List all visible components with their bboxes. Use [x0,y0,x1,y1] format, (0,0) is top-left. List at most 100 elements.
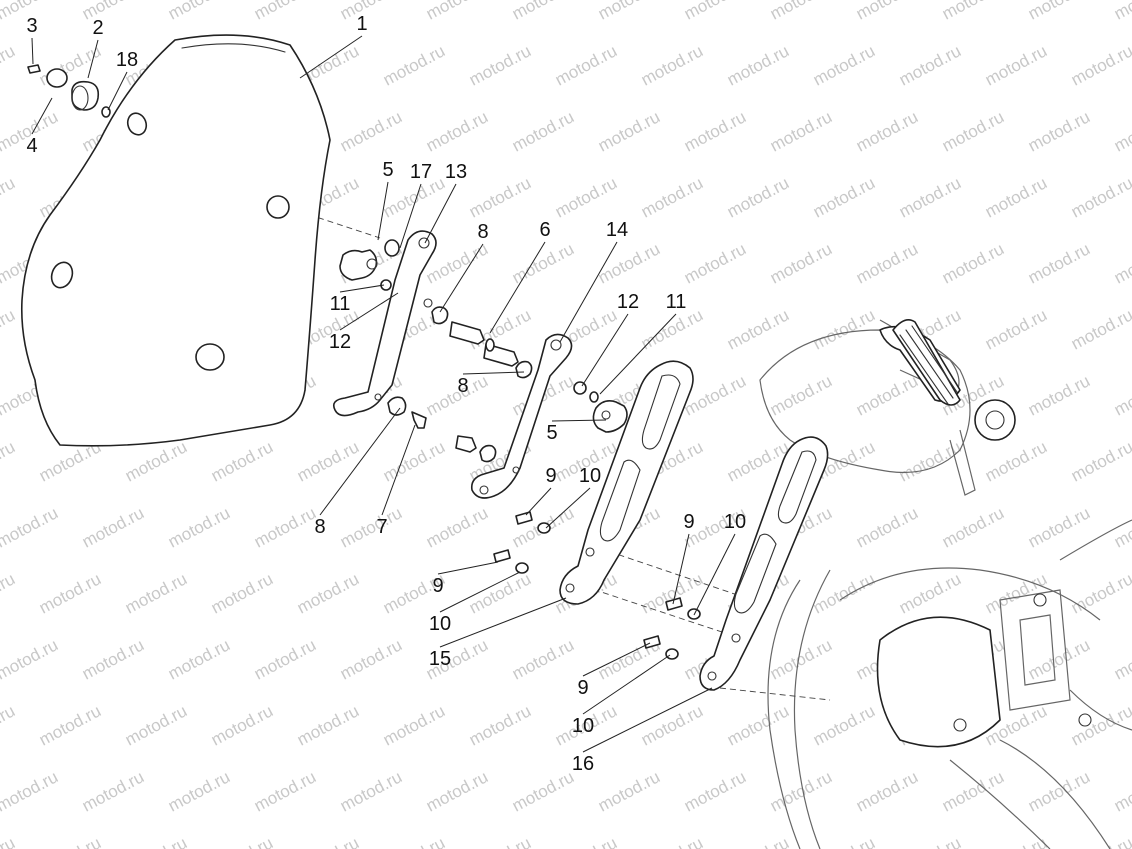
watermark-text: motod.ru [466,833,534,849]
watermark-text: motod.ru [767,0,835,24]
watermark-text: motod.ru [681,239,749,287]
spacer-8-upper [431,306,449,325]
screw-9-c [665,597,683,611]
washer-17 [384,239,400,257]
leader-line-c11b [599,313,677,395]
watermark-text: motod.ru [552,173,620,221]
leader-line-c10c [693,533,736,616]
watermark-text: motod.ru [466,41,534,89]
support-plate-15 [559,360,694,605]
watermark-text: motod.ru [595,0,663,24]
watermark-text: motod.ru [1068,305,1132,353]
watermark-text: motod.ru [0,569,18,617]
washer-10-d [665,648,679,660]
watermark-text: motod.ru [1025,0,1093,24]
leader-line-c7 [381,424,416,516]
callout-c5b: 5 [546,422,557,444]
watermark-text: motod.ru [1025,503,1093,551]
watermark-text: motod.ru [380,701,448,749]
callout-c10a: 10 [579,465,601,487]
washer-10-a [537,522,551,534]
callout-c8c: 8 [314,516,325,538]
watermark-text: motod.ru [380,833,448,849]
leader-line-c10b [439,571,521,613]
watermark-text: motod.ru [423,767,491,815]
watermark-text: motod.ru [552,833,620,849]
watermark-text: motod.ru [896,437,964,485]
leader-line-c8c [319,407,401,516]
watermark-text: motod.ru [1068,173,1132,221]
watermark-text: motod.ru [208,437,276,485]
watermark-text: motod.ru [681,0,749,24]
washer-11-right [589,391,599,403]
watermark-text: motod.ru [1068,833,1132,849]
leader-line-c8a [439,243,484,313]
watermark-text: motod.ru [1068,701,1132,749]
watermark-text: motod.ru [0,41,18,89]
watermark-text: motod.ru [767,239,835,287]
watermark-text: motod.ru [36,833,104,849]
watermark-text: motod.ru [251,635,319,683]
watermark-text: motod.ru [165,0,233,24]
watermark-text: motod.ru [509,0,577,24]
watermark-text: motod.ru [79,0,147,24]
watermark-text: motod.ru [724,305,792,353]
watermark-text: motod.ru [724,173,792,221]
watermark-text: motod.ru [1111,239,1132,287]
knob-5-right [592,400,628,433]
watermark-text: motod.ru [337,107,405,155]
watermark-text: motod.ru [509,635,577,683]
watermark-text: motod.ru [337,767,405,815]
watermark-text: motod.ru [79,635,147,683]
watermark-text: motod.ru [337,0,405,24]
leader-line-c13 [424,183,457,244]
callout-c9b: 9 [432,575,443,597]
watermark-text: motod.ru [767,767,835,815]
callout-c6: 6 [539,219,550,241]
watermark-text: motod.ru [896,173,964,221]
leader-line-c18 [107,71,128,111]
watermark-text: motod.ru [208,701,276,749]
callout-c9c: 9 [683,511,694,533]
watermark-text: motod.ru [36,41,104,89]
watermark-text: motod.ru [939,239,1007,287]
bracket-arm-13 [332,230,437,417]
leader-line-c10a [545,487,591,529]
callout-c9a: 9 [545,465,556,487]
callout-c12a: 12 [329,331,351,353]
watermark-text: motod.ru [0,305,18,353]
bolt-7-lower [455,435,477,453]
washer-4 [46,68,68,88]
bolt-6-upper [449,321,485,345]
watermark-text: motod.ru [423,107,491,155]
watermark-text: motod.ru [681,107,749,155]
leader-line-c5b [551,419,607,422]
callout-c11b: 11 [666,291,687,313]
watermark-text: motod.ru [1068,437,1132,485]
watermark-text: motod.ru [0,767,61,815]
watermark-text: motod.ru [853,767,921,815]
watermark-text: motod.ru [79,767,147,815]
bracket-arm-14 [470,333,573,499]
knob-5-left [339,249,378,281]
leader-line-c4 [31,97,53,135]
callout-c14: 14 [606,219,628,241]
watermark-text: motod.ru [0,701,18,749]
watermark-text: motod.ru [36,701,104,749]
leader-line-c12a [339,292,399,331]
leader-line-c9d [582,642,651,677]
watermark-text: motod.ru [1025,239,1093,287]
watermark-text: motod.ru [466,173,534,221]
watermark-text: motod.ru [509,239,577,287]
watermark-text: motod.ru [982,173,1050,221]
watermark-text: motod.ru [423,0,491,24]
watermark-text: motod.ru [681,767,749,815]
leader-line-c14 [559,241,618,343]
leader-line-c5a [377,181,389,241]
watermark-text: motod.ru [810,701,878,749]
callout-c18: 18 [116,49,138,71]
watermark-text: motod.ru [982,437,1050,485]
watermark-text: motod.ru [767,107,835,155]
leader-line-c10d [582,654,671,715]
